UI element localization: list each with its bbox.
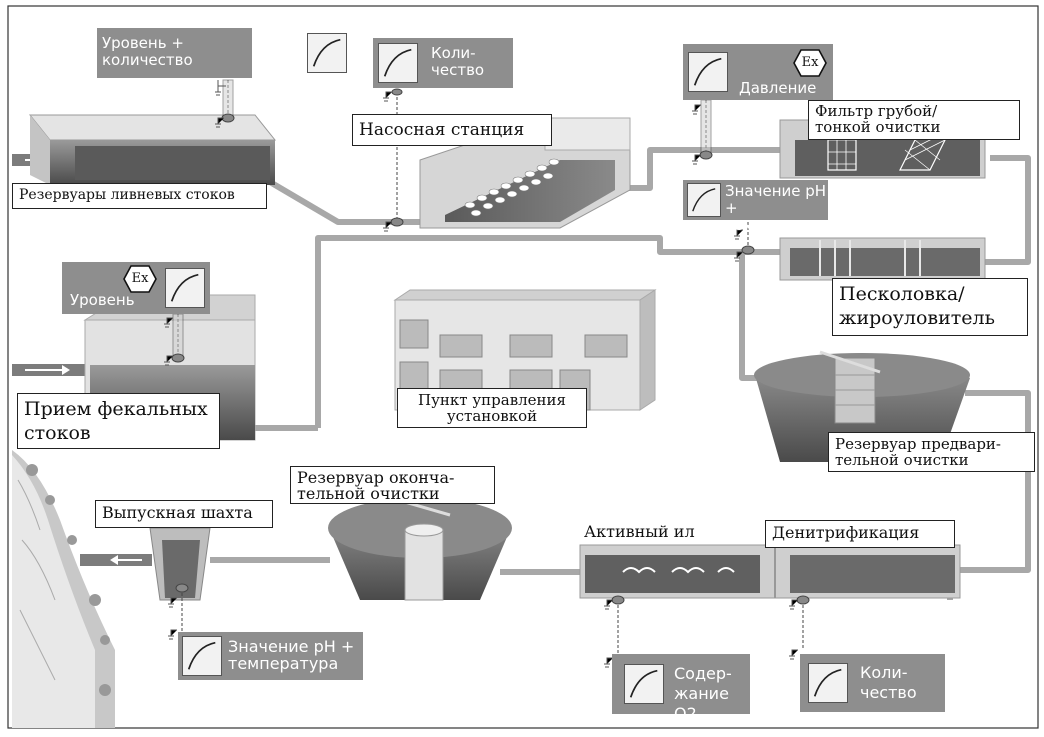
stem-quantity-bottom: [789, 595, 810, 660]
gauge-icon: [307, 33, 347, 73]
sludge-basin: [579, 544, 961, 599]
stem-ph-top: [734, 222, 755, 262]
sensor-quantity-top-label: Коли- чество: [431, 44, 485, 79]
pipe-pre-to-deni: [940, 390, 1031, 573]
label-filter: Фильтр грубой/ тонкой очистки: [808, 100, 1020, 140]
label-storm-tanks: Резервуары ливневых стоков: [12, 183, 267, 209]
label-sand-trap: Песколовка/ жироуловитель: [832, 278, 1028, 336]
sand-trap-basin: [779, 237, 986, 281]
sensor-ph-temp-top: Значение pH + температура: [683, 180, 828, 234]
pipe-storm-to-pump: [268, 179, 445, 225]
sensor-level-quantity: Уровень + количество: [97, 28, 347, 78]
stem-pressure: [692, 99, 713, 165]
label-fecal-intake: Прием фекальных стоков: [17, 393, 220, 449]
ex-mark-text: Ex: [131, 271, 149, 286]
outlet-shaft: [149, 527, 211, 601]
sensor-ph-temp-top-label: Значение pH + температура: [725, 182, 829, 234]
sensor-ph-temp-bottom: Значение pH + температура: [178, 632, 363, 680]
label-denitrification: Денитрификация: [765, 520, 955, 548]
stem-quantity-top: [383, 88, 404, 232]
sensor-level-label: Уровень: [70, 291, 135, 309]
label-control-room: Пункт управления установкой: [397, 388, 587, 428]
sensor-level-quantity-label: Уровень + количество: [102, 34, 193, 69]
stem-level-quantity: [215, 79, 235, 128]
label-pre-tank: Резервуар предвари- тельной очистки: [828, 432, 1035, 472]
gauge-icon: [165, 268, 205, 308]
gauge-icon: [808, 663, 848, 703]
gauge-icon: [182, 636, 222, 676]
pipe-main-to-sand: [315, 235, 790, 428]
label-outlet-shaft: Выпускная шахта: [95, 500, 273, 528]
storm-tank: [28, 114, 277, 185]
ex-mark-icon: Ex: [123, 264, 157, 294]
label-pump-station: Насосная станция: [352, 114, 552, 146]
gauge-icon: [688, 52, 728, 92]
sensor-pressure: Давление: [683, 44, 833, 100]
ex-mark-icon: Ex: [793, 48, 827, 78]
final-tank: [328, 498, 512, 601]
river-bank: [12, 450, 115, 728]
label-final-tank: Резервуар оконча- тельной очистки: [290, 466, 495, 504]
gauge-icon: [687, 183, 721, 217]
stem-ph-bottom: [168, 583, 189, 640]
sensor-ph-temp-bottom-label: Значение pH + температура: [228, 637, 355, 673]
sensor-oxygen-label: Содер- жание O2: [674, 664, 732, 723]
stem-level: [164, 313, 185, 366]
diagram-frame: [7, 5, 1039, 729]
ex-mark-text: Ex: [801, 55, 819, 70]
sensor-pressure-label: Давление: [739, 79, 817, 97]
sensor-quantity-bottom: Коли- чество: [800, 654, 945, 712]
pipe-pump-to-filter: [620, 147, 790, 191]
gauge-icon: [378, 43, 418, 83]
label-activated-sludge: Активный ил: [584, 522, 695, 541]
pipe-sand-to-pre: [739, 249, 770, 381]
sensor-oxygen: Содер- жание O2: [612, 654, 750, 723]
pipe-filter-to-sand: [985, 155, 1031, 265]
sensor-quantity-top: Коли- чество: [373, 38, 513, 88]
sensor-quantity-bottom-label: Коли- чество: [860, 663, 917, 702]
gauge-icon: [624, 664, 664, 704]
outlet-arrow: [80, 554, 152, 566]
fecal-inlet: [12, 364, 87, 376]
